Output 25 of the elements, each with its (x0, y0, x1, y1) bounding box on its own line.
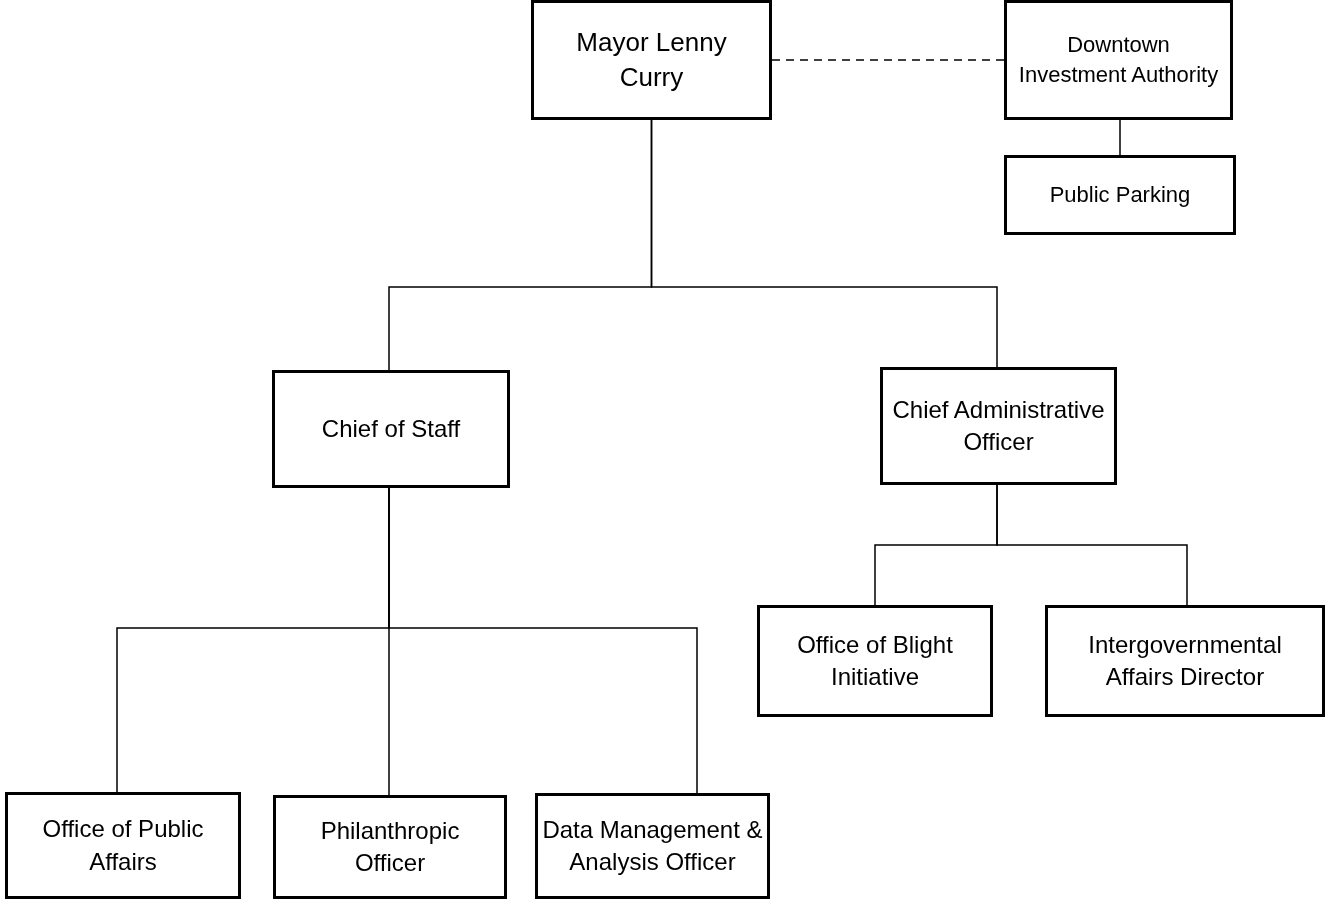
role-label: Office of Blight Initiative (796, 629, 954, 692)
role-label: Office of Public Affairs (41, 814, 205, 877)
org-box (272, 370, 510, 488)
org-box (880, 367, 1117, 485)
role-label: Chief of Staff (321, 413, 461, 444)
role-label: Chief Administrative Officer (891, 394, 1106, 457)
role-label: Philanthropic Officer (319, 815, 461, 878)
role-label: Mayor Lenny Curry (575, 25, 728, 94)
org-box (531, 0, 772, 120)
role-label: Public Parking (1049, 181, 1191, 210)
org-box (1045, 605, 1325, 717)
role-label: Intergovernmental Affairs Director (1087, 629, 1283, 692)
org-box (535, 793, 770, 899)
connector-line (650, 119, 998, 368)
role-label: Data Management & Analysis Officer (541, 814, 764, 877)
org-box (1004, 155, 1236, 235)
connector-line (1119, 119, 1121, 156)
org-box (1004, 0, 1233, 120)
role-label: Downtown Investment Authority (1018, 31, 1219, 89)
org-box (273, 795, 507, 899)
dashed-connector (771, 59, 1005, 61)
connector-line (996, 484, 1188, 606)
connector-line (388, 487, 698, 794)
org-box (757, 605, 993, 717)
org-box (5, 792, 241, 899)
